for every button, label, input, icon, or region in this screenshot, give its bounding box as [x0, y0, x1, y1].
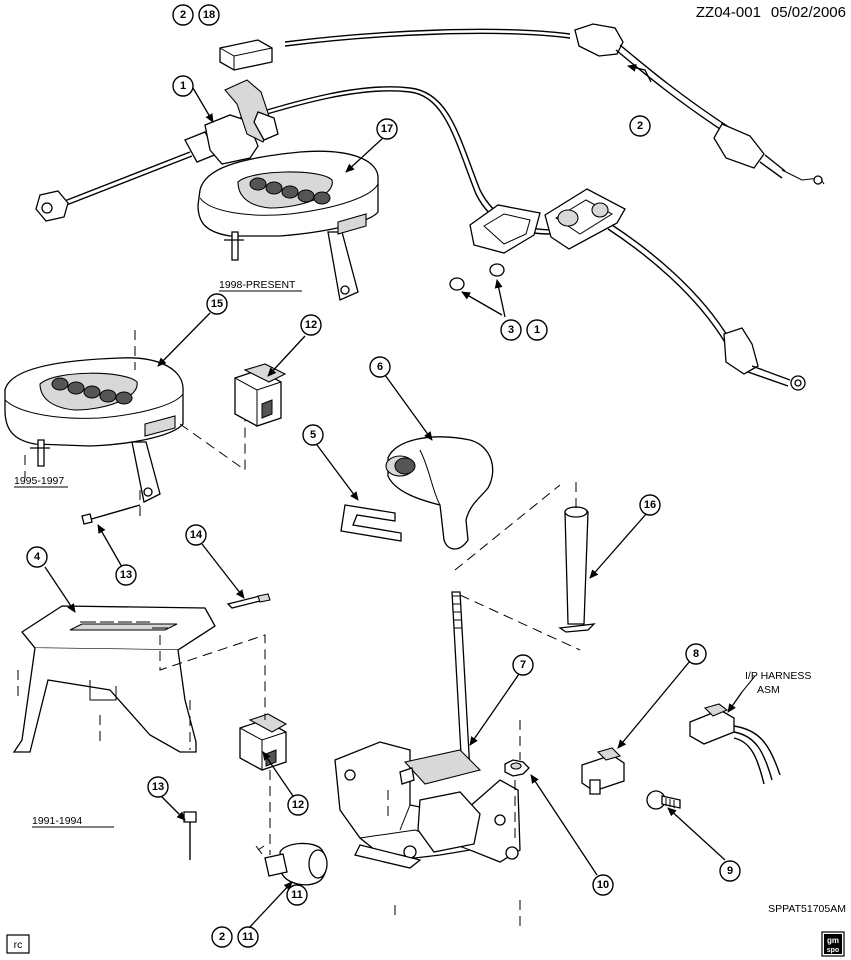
svg-text:gm: gm	[827, 936, 839, 945]
part-8-connector	[581, 747, 625, 795]
svg-text:1: 1	[534, 324, 540, 336]
part-14-lamp-socket	[226, 593, 271, 609]
callout-8: 8	[685, 643, 707, 665]
svg-text:5: 5	[310, 429, 316, 441]
shift-cable-upper	[284, 23, 825, 185]
callout-13-upper: 13	[115, 564, 137, 586]
dashed-guide-lines	[17, 330, 581, 930]
callout-6: 6	[369, 356, 391, 378]
svg-text:10: 10	[597, 879, 609, 891]
part-13-pin-lower	[183, 811, 197, 860]
svg-text:spo: spo	[827, 947, 839, 954]
svg-text:2: 2	[219, 931, 225, 943]
svg-text:18: 18	[203, 9, 215, 21]
callout-9: 9	[719, 860, 741, 882]
svg-text:8: 8	[693, 648, 699, 660]
callout-10: 10	[592, 874, 614, 896]
svg-text:rc: rc	[14, 939, 23, 951]
callout-2-cable: 2	[629, 115, 651, 137]
callout-12-lower: 12	[287, 794, 309, 816]
part-6-shift-knob	[385, 436, 494, 550]
part-17-indicator-1998	[197, 150, 379, 301]
figure-id: SPPAT51705AM	[768, 903, 846, 915]
callout-2-top: 2	[172, 4, 194, 26]
svg-text:3: 3	[508, 324, 514, 336]
callout-4: 4	[26, 546, 48, 568]
ip-harness-connector	[689, 703, 781, 785]
part-10-nut	[504, 759, 530, 777]
svg-text:12: 12	[305, 319, 317, 331]
callout-2-bottom: 2	[211, 926, 233, 948]
gmspo-logo: gm spo	[821, 931, 845, 957]
part-13-pin-upper	[81, 504, 141, 525]
part-11-solenoid	[255, 842, 328, 886]
svg-text:11: 11	[291, 889, 303, 901]
svg-text:9: 9	[727, 865, 733, 877]
svg-text:11: 11	[242, 931, 254, 943]
svg-text:7: 7	[520, 659, 526, 671]
label-harness-line1: I/P HARNESS	[745, 670, 811, 682]
cable-bracket	[449, 188, 806, 391]
svg-text:15: 15	[211, 298, 223, 310]
svg-text:13: 13	[152, 781, 164, 793]
part-12-switch-upper	[234, 363, 287, 427]
callout-17: 17	[376, 118, 398, 140]
part-16-boot	[558, 506, 596, 633]
callout-18: 18	[198, 4, 220, 26]
callout-1-top: 1	[172, 75, 194, 97]
svg-text:2: 2	[637, 120, 643, 132]
part-4-indicator-1991	[12, 605, 216, 753]
callout-11-bottom: 11	[237, 926, 259, 948]
label-1998-present: 1998-PRESENT	[219, 279, 296, 291]
part-18-clip	[219, 39, 273, 71]
svg-text:6: 6	[377, 361, 383, 373]
callout-12-upper: 12	[300, 314, 322, 336]
callout-5: 5	[302, 424, 324, 446]
svg-text:2: 2	[180, 9, 186, 21]
part-9-bolt	[646, 790, 681, 810]
part-15-indicator-1995	[4, 357, 184, 503]
callout-13-lower: 13	[147, 776, 169, 798]
part-12-switch-lower	[239, 713, 288, 771]
rc-badge: rc	[6, 934, 30, 954]
svg-text:14: 14	[190, 529, 203, 541]
callout-7: 7	[512, 654, 534, 676]
callout-1-bracket: 1	[526, 319, 548, 341]
svg-text:1: 1	[180, 80, 186, 92]
label-harness-line2: ASM	[757, 684, 780, 696]
svg-text:12: 12	[292, 799, 304, 811]
svg-text:16: 16	[644, 499, 656, 511]
callout-16: 16	[639, 494, 661, 516]
svg-text:17: 17	[381, 123, 393, 135]
part-7-shifter-assembly	[334, 591, 521, 869]
shift-cable-main	[35, 79, 556, 235]
label-1991-1994: 1991-1994	[32, 815, 82, 827]
callout-11-upper: 11	[286, 884, 308, 906]
label-1995-1997: 1995-1997	[14, 475, 64, 487]
callout-15: 15	[206, 293, 228, 315]
callout-14: 14	[185, 524, 207, 546]
part-5-clip	[340, 504, 402, 542]
callout-3: 3	[500, 319, 522, 341]
svg-text:13: 13	[120, 569, 132, 581]
svg-text:4: 4	[34, 551, 41, 563]
leader-arrows	[44, 63, 756, 930]
